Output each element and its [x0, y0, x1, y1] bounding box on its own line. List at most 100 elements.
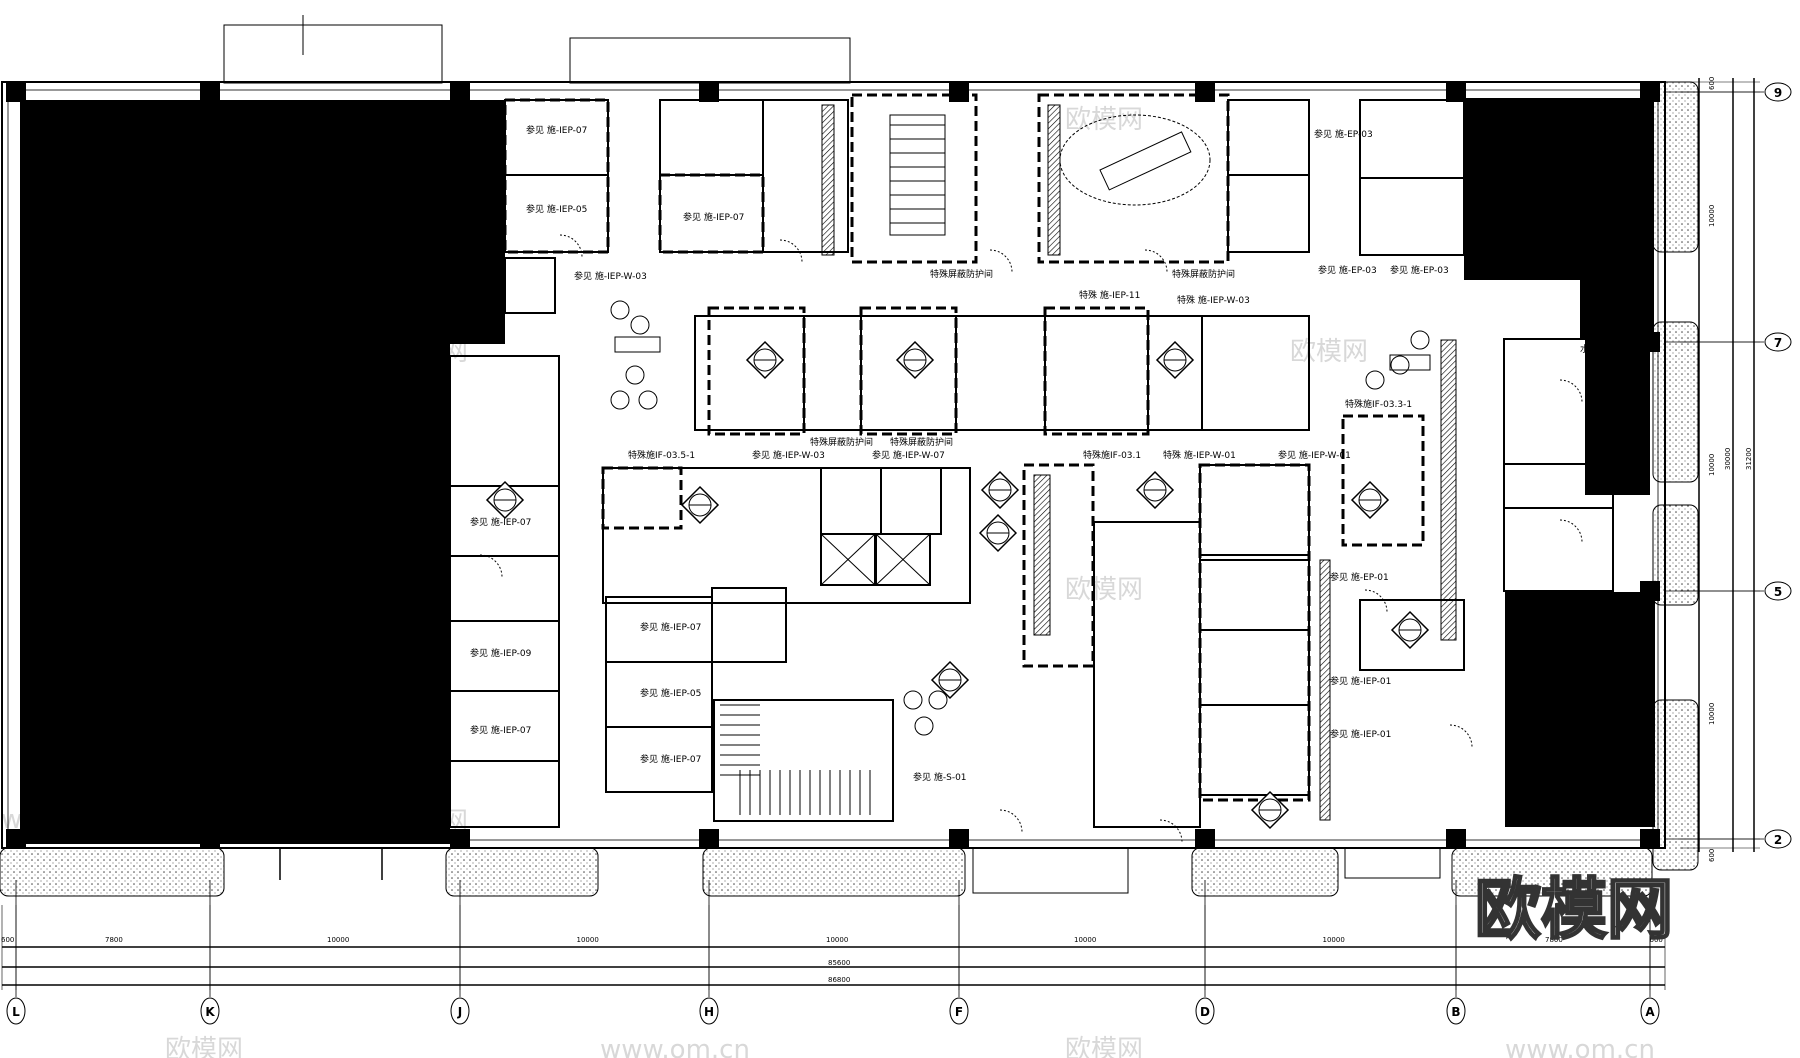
room-outline	[504, 257, 556, 314]
planting-bed	[0, 847, 225, 897]
axis-bubble	[450, 997, 470, 1025]
axis-label: K	[205, 1005, 215, 1019]
door-swing	[779, 239, 803, 263]
dashed-boundary	[1022, 463, 1095, 668]
room-label: 参见 施-EP-01	[1330, 571, 1389, 583]
room-labels: 参见 施-IEP-07 参见 施-IEP-05 参见 施-IEP-07 参见 施…	[470, 124, 1598, 783]
room-label: 参见 施-IEP-05	[526, 203, 587, 215]
door-swing	[1159, 819, 1183, 843]
structural-column	[1640, 829, 1660, 849]
dashed-boundary	[1198, 463, 1311, 802]
room-label: 特殊施IF-03.3-1	[1345, 398, 1412, 410]
room-outline	[1503, 507, 1614, 592]
room-label: 参见 施-IEP-01	[1330, 728, 1391, 740]
room-outline	[1227, 174, 1310, 253]
structural-column	[200, 829, 220, 849]
structural-column	[1446, 82, 1466, 102]
dashed-boundary	[1037, 93, 1230, 264]
entrance-canopy	[569, 37, 851, 84]
elevator-cross	[820, 533, 876, 586]
dimension-label: 10000	[1323, 936, 1345, 944]
room-outline	[449, 760, 560, 828]
dimension-total: 30000	[1724, 448, 1732, 470]
watermark-url: www.om.cn	[1505, 1035, 1655, 1058]
solid-area	[20, 344, 450, 844]
room-outline	[880, 467, 942, 535]
room-outline	[1199, 554, 1310, 631]
axis-bubble	[1764, 581, 1792, 601]
structural-column	[949, 82, 969, 102]
door-swing	[1559, 379, 1583, 403]
furniture-circle	[903, 690, 923, 710]
room-label: 参见 施-IEP-05	[640, 687, 701, 699]
door-swing	[989, 249, 1013, 273]
room-outline	[449, 555, 560, 622]
watermark-logo: 欧模网	[1065, 1035, 1143, 1058]
room-label: 参见 施-IEP-W-03	[752, 449, 825, 461]
room-label: 特殊 施-IEP-W-03	[1177, 294, 1250, 306]
structural-column	[949, 829, 969, 849]
furniture-circle	[928, 690, 948, 710]
room-outline	[602, 467, 971, 604]
dimension-total: 85600	[828, 959, 850, 967]
room-outline	[1199, 704, 1310, 796]
axis-label: 2	[1774, 833, 1782, 847]
room-label: 特殊屏蔽防护间	[810, 436, 873, 448]
room-label: 特殊 施-IEP-W-01	[1163, 449, 1236, 461]
door-swing	[559, 234, 583, 258]
room-outline	[1359, 599, 1465, 671]
room-outline	[1201, 315, 1310, 431]
furniture-circle	[1390, 355, 1410, 375]
structural-column	[1640, 581, 1660, 601]
axis-label: L	[12, 1005, 20, 1019]
axis-label: 5	[1774, 585, 1782, 599]
room-outline	[803, 315, 862, 431]
room-label: 参见 施-IEP-07	[640, 621, 701, 633]
entrance-vestibule	[972, 847, 1129, 894]
room-label: 水井	[1580, 343, 1598, 355]
door-swing	[1449, 724, 1473, 748]
room-label: 参见 施-IEP-07	[470, 724, 531, 736]
dimension-label: 10000	[577, 936, 599, 944]
axis-label: D	[1200, 1005, 1210, 1019]
axis-bubble	[699, 997, 719, 1025]
room-label: 参见 施-IEP-01	[1330, 675, 1391, 687]
dashed-boundary	[658, 173, 765, 254]
equipment	[1099, 131, 1192, 191]
door-swing	[479, 554, 503, 578]
structural-column	[1640, 332, 1660, 352]
door-swing	[1559, 519, 1583, 543]
structural-column	[1640, 82, 1660, 102]
sofa	[1389, 354, 1431, 371]
furniture-circle	[610, 300, 630, 320]
hatched-wall	[1033, 474, 1051, 636]
watermark-logo: 欧模网	[165, 1035, 243, 1058]
room-label: 参见 施-IEP-07	[470, 516, 531, 528]
furniture-circle	[1410, 330, 1430, 350]
dimension-total: 31200	[1745, 448, 1753, 470]
dimension-label: 10000	[1708, 454, 1716, 476]
solid-area	[1585, 340, 1650, 495]
dashed-boundary	[601, 466, 683, 530]
axis-label: 9	[1774, 86, 1782, 100]
room-outline	[762, 99, 849, 253]
planting-bed	[445, 847, 599, 897]
elevator-cross	[875, 533, 931, 586]
room-label: 参见 施-IEP-07	[640, 753, 701, 765]
planting-bed	[1652, 81, 1699, 253]
room-label: 特殊屏蔽防护间	[890, 436, 953, 448]
room-outline	[713, 699, 894, 822]
dimension-label: 600	[1708, 849, 1716, 862]
axis-bubble	[1764, 332, 1792, 352]
axis-bubble	[6, 997, 26, 1025]
sofa	[614, 336, 661, 353]
building-outline	[1, 81, 1666, 849]
watermark-logo: 欧模网	[1065, 575, 1143, 605]
furniture-circle	[914, 716, 934, 736]
door-swing	[1144, 249, 1168, 273]
door-swing	[1364, 589, 1388, 613]
axis-bubble	[949, 997, 969, 1025]
